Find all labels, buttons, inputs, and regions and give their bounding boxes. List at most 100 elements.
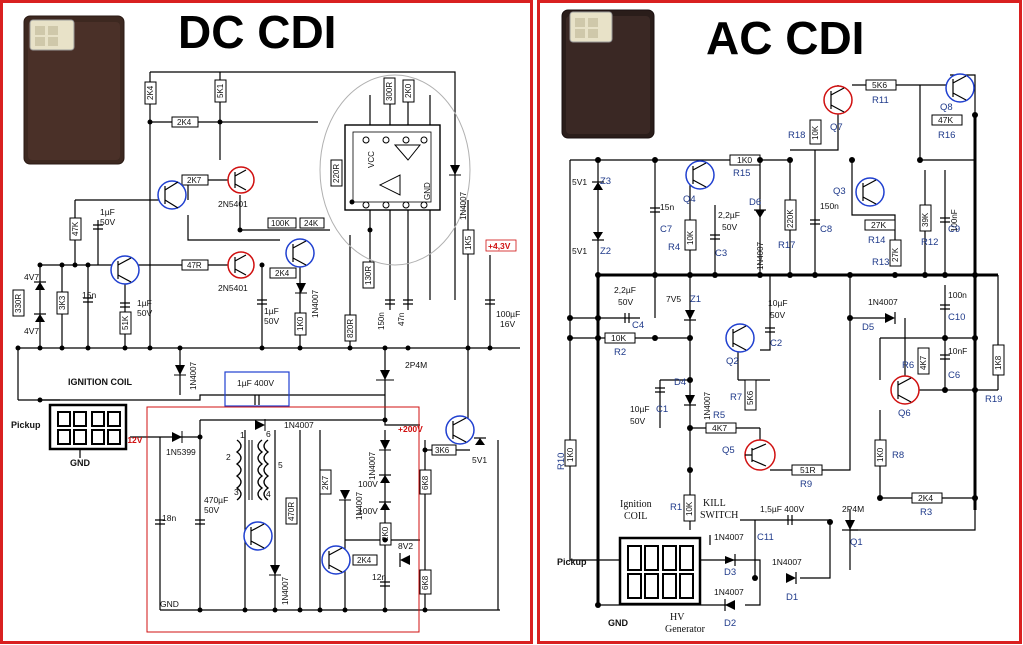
diode-1n4007-c-label: 1N4007	[189, 361, 198, 390]
res-220r-label: 220R	[332, 164, 341, 183]
q6-label: Q6	[898, 408, 911, 419]
d5-label: D5	[862, 322, 874, 333]
ignition-label: Ignition	[620, 499, 652, 510]
cap-1uf-a-label: 1µF	[100, 207, 115, 217]
dc-resistors: 2K4 2K4 5K1 47K 3K3 51K 330R 47R 2K7 100…	[12, 77, 475, 595]
d3-label: D3	[724, 567, 736, 578]
transistor-q-npn-c	[445, 415, 475, 445]
res-5k1-label: 5K1	[216, 83, 225, 98]
r8-label: R8	[892, 450, 904, 461]
scr-2p4m-label: 2P4M	[405, 360, 427, 370]
cap-150n-label: 150n	[377, 312, 386, 330]
res-2k4-c-label: 2K4	[357, 556, 372, 565]
dc-cdi-schematic: DC CDI	[11, 6, 520, 633]
c4-value: 2,2µF	[614, 285, 636, 295]
dc-cdi-panel-border	[0, 0, 533, 644]
dc-junctions	[15, 119, 493, 613]
r6-value: 4K7	[919, 355, 928, 370]
cap-100uf-label: 100µF	[496, 309, 520, 319]
q1-label: Q1	[850, 537, 863, 548]
r4-label: R4	[668, 242, 680, 253]
ac-cdi-unit-photo	[561, 9, 655, 139]
res-1k5-label: 1K5	[464, 235, 473, 250]
d1-label: D1	[786, 592, 798, 603]
r11-label: R11	[872, 95, 889, 106]
cap-15n-label: 15n	[82, 290, 96, 300]
diode-1n4007-d-label: 1N4007	[284, 420, 314, 430]
r12-label: R12	[921, 237, 938, 248]
d6-value: 1N4007	[756, 241, 765, 270]
z3-value: 5V1	[572, 177, 587, 187]
transformer-coil: 1 2 3 4 5 6	[226, 429, 283, 501]
dc-zeners: 4V7 4V7 100V 100V 8V2 5V1	[24, 272, 487, 567]
c2-value: 10µF	[768, 298, 788, 308]
ac-cdi-panel-border	[537, 0, 1022, 644]
hv-section-box	[146, 406, 420, 633]
hv-label: HV	[670, 612, 685, 623]
ic-vcc-label: VCC	[367, 151, 376, 168]
transistor-q3	[855, 177, 885, 207]
res-2k4-b-label: 2K4	[275, 269, 290, 278]
z1-label: Z1	[690, 294, 701, 305]
ac-diodes: D6 1N4007 D4 1N4007 1N4007 D5 1N4007 D3 …	[674, 197, 898, 629]
c6-value: 10nF	[948, 346, 967, 356]
res-100k-label: 100K	[271, 219, 290, 228]
cap-18n-label: 18n	[162, 513, 176, 523]
res-47r-label: 47R	[187, 261, 202, 270]
r1-value: 10K	[685, 501, 694, 516]
r17-label: R17	[778, 240, 795, 251]
transistor-q-npn-b	[285, 238, 315, 268]
r8-value: 1K0	[876, 447, 885, 462]
cap-47n-label: 47n	[397, 313, 406, 326]
res-2k0-label: 2K0	[404, 83, 413, 98]
c11-label: C11	[757, 532, 774, 543]
res-6k8-label: 6K8	[421, 475, 430, 490]
zener-100v-b-label: 100V	[358, 506, 378, 516]
res-3k3-label: 3K3	[58, 295, 67, 310]
kill-label: KILL	[703, 498, 726, 509]
d6-label: D6	[749, 197, 761, 208]
d4-value: 1N4007	[703, 391, 712, 420]
res-1k0-label: 1K0	[296, 316, 305, 331]
cap-1uf-400v-highlight	[224, 371, 290, 407]
res-24k-label: 24K	[304, 219, 319, 228]
diode-1n4007-a-label: 1N4007	[459, 191, 468, 220]
r2-value: 10K	[611, 333, 626, 343]
z2-value: 5V1	[572, 246, 587, 256]
r19-value: 1K8	[994, 355, 1003, 370]
res-2k4-vertical-label: 2K4	[146, 85, 155, 100]
r15-value: 1K0	[737, 155, 752, 165]
r3-label: R3	[920, 507, 932, 518]
scr-2p4m-label-right: 2P4M	[842, 504, 864, 514]
ac-junctions	[567, 112, 978, 608]
r7-value: 5K6	[746, 390, 755, 405]
zener-4v7-a-label: 4V7	[24, 272, 39, 282]
r18-label: R18	[788, 130, 805, 141]
ic-gnd-label: GND	[423, 182, 432, 200]
switch-label: SWITCH	[700, 510, 738, 521]
r14-label: R14	[868, 235, 885, 246]
ac-resistors: 5K6 R11 47K R16 10K R18 1K0 R15 220K R17…	[556, 79, 1005, 522]
res-330r-label: 330R	[14, 294, 23, 313]
cap-16v-label: 16V	[500, 319, 515, 329]
dc-ic-block: VCC GND	[319, 74, 471, 266]
transistor-q7	[823, 85, 853, 115]
res-3k6-label: 3K6	[435, 446, 450, 455]
coil-label: COIL	[624, 511, 647, 522]
q8-label: Q8	[940, 102, 953, 113]
res-820r-label: 820R	[346, 319, 355, 338]
c7-label: C7	[660, 224, 672, 235]
res-47k-label: 47K	[71, 221, 80, 236]
c3-value: 2,2µF	[718, 210, 740, 220]
r16-value: 47K	[938, 115, 953, 125]
ac-connector-block	[618, 536, 702, 606]
transistor-q-npn-d	[243, 521, 273, 551]
res-2k4-horizontal-label: 2K4	[177, 118, 192, 127]
transistor-q-npn-a	[110, 255, 140, 285]
c2-voltage: 50V	[770, 310, 785, 320]
pickup-label: Pickup	[11, 420, 41, 430]
dc-capacitors: 1µF 50V 15n 1µF 50V 1µF 50V 150n 47n 100…	[82, 207, 520, 587]
dc-cdi-title: DC CDI	[178, 6, 336, 58]
r3-value: 2K4	[918, 493, 933, 503]
diode-1n4007-e-label: 1N4007	[368, 451, 377, 480]
